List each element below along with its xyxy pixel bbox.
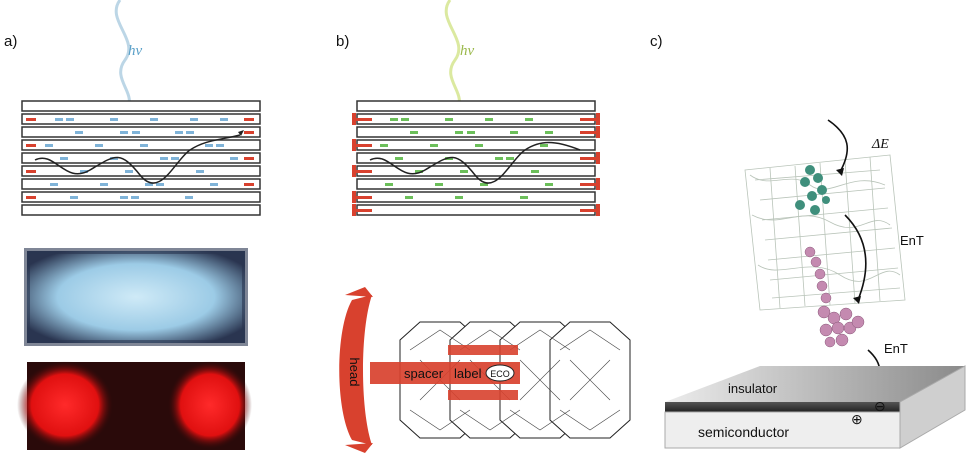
label-arm	[448, 345, 518, 355]
ent-label-lower: EnT	[884, 341, 908, 356]
acceptor-chain	[804, 246, 865, 348]
photon-label-b: hν	[460, 43, 475, 59]
blue-dyes-a	[45, 118, 238, 199]
hole-symbol: ⊕	[851, 411, 863, 427]
ent-label-upper: EnT	[900, 233, 924, 248]
red-spot-left	[17, 361, 113, 449]
panel-a-label: a)	[4, 33, 18, 50]
head-label: head	[347, 358, 362, 387]
photon-wave-a	[114, 0, 131, 112]
insulator-label: insulator	[728, 381, 778, 396]
delta-e-label: ΔE	[871, 137, 889, 152]
spacer-label: spacer	[404, 366, 444, 381]
photon-wave-b	[444, 0, 461, 112]
energy-path-a	[34, 134, 241, 184]
panel-c-label: c)	[650, 33, 663, 50]
energy-path-b	[369, 141, 581, 184]
stopper-oval	[485, 364, 515, 382]
spacer-bar	[370, 362, 520, 384]
blue-fluorescence-photo	[27, 251, 245, 343]
head-group	[339, 295, 372, 445]
electron-symbol: ⊖	[874, 398, 886, 414]
insulator-side	[665, 402, 900, 412]
donor-cluster	[795, 165, 830, 215]
red-spot-right	[168, 361, 252, 449]
red-stoppers-a	[26, 118, 254, 199]
panel-b-label: b)	[336, 33, 350, 50]
insulator-top	[665, 366, 965, 402]
energy-arrow-a	[238, 130, 244, 136]
photon-label-a: hν	[128, 43, 143, 59]
label-arm-lower	[448, 390, 518, 400]
stopper-label: ECO	[490, 369, 510, 379]
label-label: label	[454, 366, 482, 381]
semiconductor-right	[899, 365, 966, 449]
ent-arrow-upper	[844, 214, 867, 301]
delta-e-arrow	[827, 119, 848, 173]
red-stoppers-b	[352, 113, 600, 216]
semiconductor-label: semiconductor	[698, 424, 789, 440]
